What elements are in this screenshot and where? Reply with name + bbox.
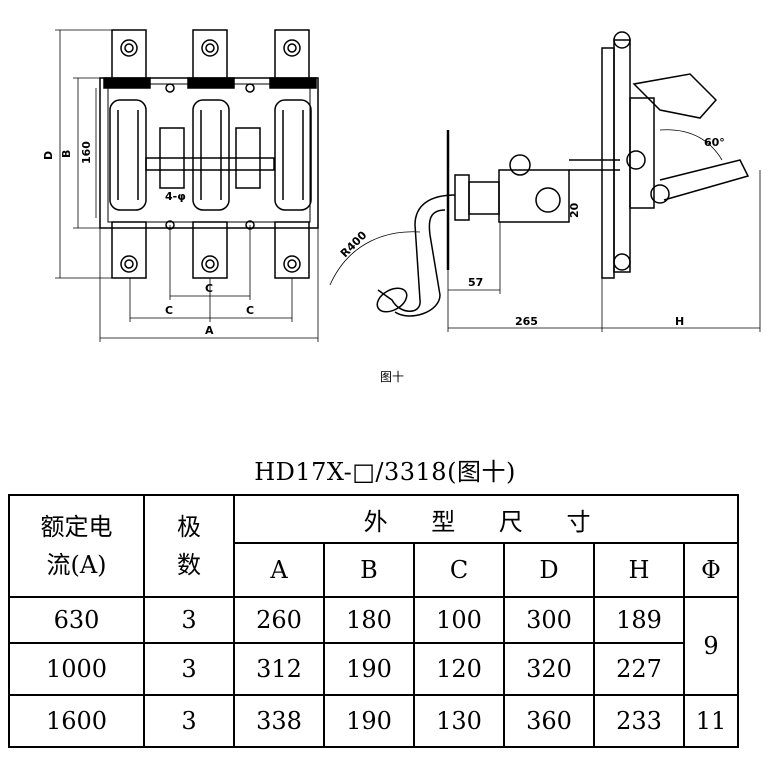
- header-col-B: B: [323, 542, 415, 598]
- front-view: [55, 29, 319, 342]
- header-dimensions: 外 型 尺 寸: [232, 494, 740, 544]
- dim-label-H: H: [675, 315, 684, 328]
- dim-label-57: 57: [468, 276, 483, 289]
- cell-C: 130: [413, 694, 505, 748]
- side-view-labels: R400 57 265 H 60° 20: [338, 136, 725, 328]
- cell-B: 190: [323, 694, 415, 748]
- dim-label-D: D: [42, 151, 55, 160]
- cell-poles: 3: [143, 694, 235, 748]
- dim-label-60deg: 60°: [704, 136, 725, 149]
- cell-A: 338: [233, 694, 325, 748]
- cell-current: 1000: [8, 642, 145, 696]
- dim-label-C: C: [246, 304, 254, 317]
- header-rated-current: 额定电流(A): [8, 494, 145, 598]
- cell-current: 1600: [8, 694, 145, 748]
- dim-label-20: 20: [568, 202, 581, 218]
- cell-C: 100: [413, 596, 505, 644]
- cell-D: 320: [503, 642, 595, 696]
- front-view-labels: D B 160 C C C A 4-φ: [42, 141, 254, 337]
- cell-D: 300: [503, 596, 595, 644]
- technical-drawing: D B 160 C C C A 4-φ: [42, 29, 761, 342]
- figure-caption: 图十: [380, 370, 405, 384]
- terminal-bar: [192, 29, 228, 279]
- terminal-bar: [274, 29, 310, 279]
- header-poles: 极数: [143, 494, 235, 598]
- header-col-H: H: [593, 542, 685, 598]
- dim-label-A: A: [205, 324, 214, 337]
- table-row: 630 3 260 180 100 300 189 9: [8, 596, 740, 696]
- dim-label-C: C: [165, 304, 173, 317]
- cell-A: 312: [233, 642, 325, 696]
- dim-label-B: B: [60, 150, 73, 158]
- cell-D: 360: [503, 694, 595, 748]
- terminal-bar: [111, 29, 147, 279]
- header-subrow: A B C D H Φ: [9, 542, 740, 598]
- cell-A: 260: [233, 596, 325, 644]
- cell-B: 180: [323, 596, 415, 644]
- cell-C: 120: [413, 642, 505, 696]
- cell-B: 190: [323, 642, 415, 696]
- cell-current: 630: [8, 596, 145, 644]
- header-row: 额定电流(A) 极数 外 型 尺 寸: [8, 494, 740, 598]
- dim-label-160: 160: [80, 141, 93, 164]
- dim-label-C: C: [205, 282, 213, 295]
- cell-phi: 11: [682, 694, 740, 748]
- table-row: 1000 3 312 190 120 320 227: [8, 642, 738, 696]
- cell-poles: 3: [143, 642, 235, 696]
- dim-label-holes: 4-φ: [165, 190, 186, 203]
- spec-table: 额定电流(A) 极数 外 型 尺 寸 A B C D H Φ 630 3 260…: [8, 494, 740, 748]
- header-col-phi: Φ: [682, 542, 740, 598]
- cell-poles: 3: [143, 596, 235, 644]
- table-title: HD17X-□/3318(图十): [254, 458, 516, 486]
- cell-H: 189: [593, 596, 685, 644]
- cell-phi: 9: [682, 596, 740, 696]
- cell-H: 233: [593, 694, 685, 748]
- header-col-A: A: [233, 542, 325, 598]
- side-view: [329, 31, 761, 332]
- table-row: 1600 3 338 190 130 360 233 11: [8, 694, 740, 748]
- cell-H: 227: [593, 642, 685, 696]
- dim-label-265: 265: [515, 315, 538, 328]
- header-col-C: C: [413, 542, 505, 598]
- header-col-D: D: [503, 542, 595, 598]
